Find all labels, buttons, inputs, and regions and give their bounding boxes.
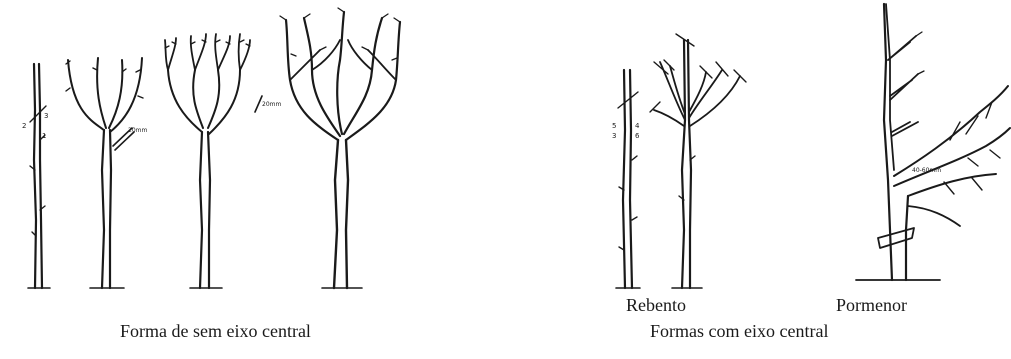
bud-number-3b: 3: [612, 132, 616, 140]
measure-40-60mm-label: 40-60mm: [912, 167, 941, 174]
bud-number-5: 5: [612, 122, 616, 130]
tree-detail-pormenor: 40-60mm: [856, 4, 1010, 280]
bud-number-4: 4: [635, 122, 640, 130]
tree-vase-year2: 20mm: [165, 34, 281, 288]
bud-number-2: 2: [22, 122, 26, 130]
tree-central-leader: [650, 34, 746, 288]
bud-number-3: 3: [44, 112, 48, 120]
sublabel-rebento: Rebento: [626, 296, 686, 314]
tree-whip-left: 2 3 1: [22, 64, 50, 288]
tree-vase-year1: 20mm: [66, 58, 147, 288]
bud-number-1: 1: [42, 132, 46, 140]
tree-whip-right: 5 3 4 6: [612, 70, 640, 288]
caption-central-leader: Formas com eixo central: [650, 322, 828, 340]
sublabel-pormenor: Pormenor: [836, 296, 907, 314]
caption-open-vase: Forma de sem eixo central: [120, 322, 311, 340]
measure-20mm-label-2: 20mm: [262, 101, 281, 108]
measure-20mm-label: 20mm: [128, 127, 147, 134]
tree-vase-mature: [280, 8, 400, 288]
bud-number-6: 6: [635, 132, 640, 140]
